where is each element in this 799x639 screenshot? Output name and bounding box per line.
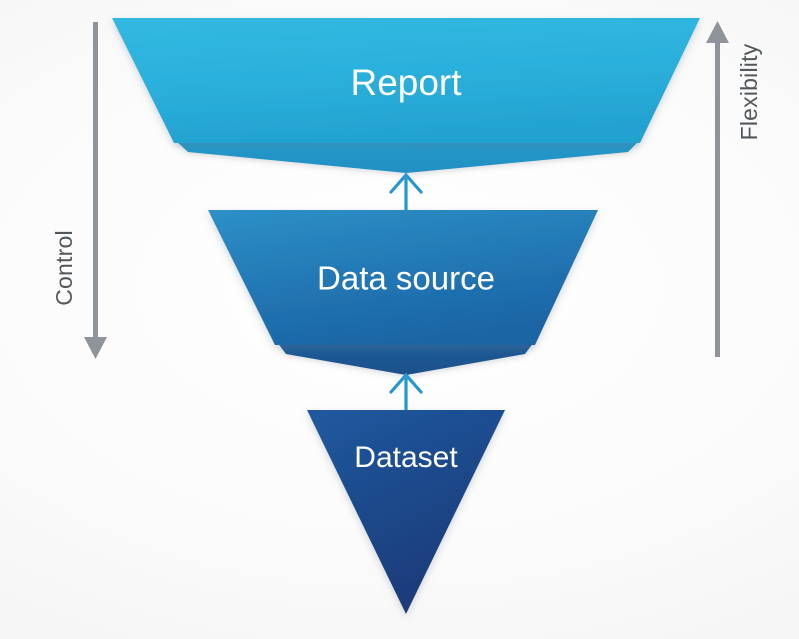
control-axis: Control	[51, 22, 107, 359]
control-axis-label: Control	[51, 230, 77, 306]
dataset-body	[307, 410, 505, 614]
connector-arrowhead-lower	[389, 372, 423, 394]
report-body	[112, 18, 700, 143]
control-axis-arrowhead-down	[84, 337, 107, 359]
dataset-label: Dataset	[354, 441, 458, 474]
flexibility-axis: Flexibility	[706, 21, 762, 357]
data-source-fold	[277, 342, 534, 375]
stage-data-source[interactable]: Data source	[208, 210, 598, 375]
connector-data-source-to-report	[389, 172, 423, 211]
flexibility-axis-label: Flexibility	[736, 43, 762, 140]
data-source-label: Data source	[317, 260, 495, 297]
connector-dataset-to-data-source	[389, 372, 423, 411]
report-fold	[175, 140, 640, 173]
connector-arrowhead-upper	[389, 172, 423, 194]
stage-dataset[interactable]: Dataset	[307, 410, 505, 614]
stage-report[interactable]: Report	[112, 18, 700, 173]
report-label: Report	[350, 62, 462, 103]
data-source-body	[208, 210, 598, 345]
flexibility-axis-arrowhead-up	[706, 21, 729, 43]
